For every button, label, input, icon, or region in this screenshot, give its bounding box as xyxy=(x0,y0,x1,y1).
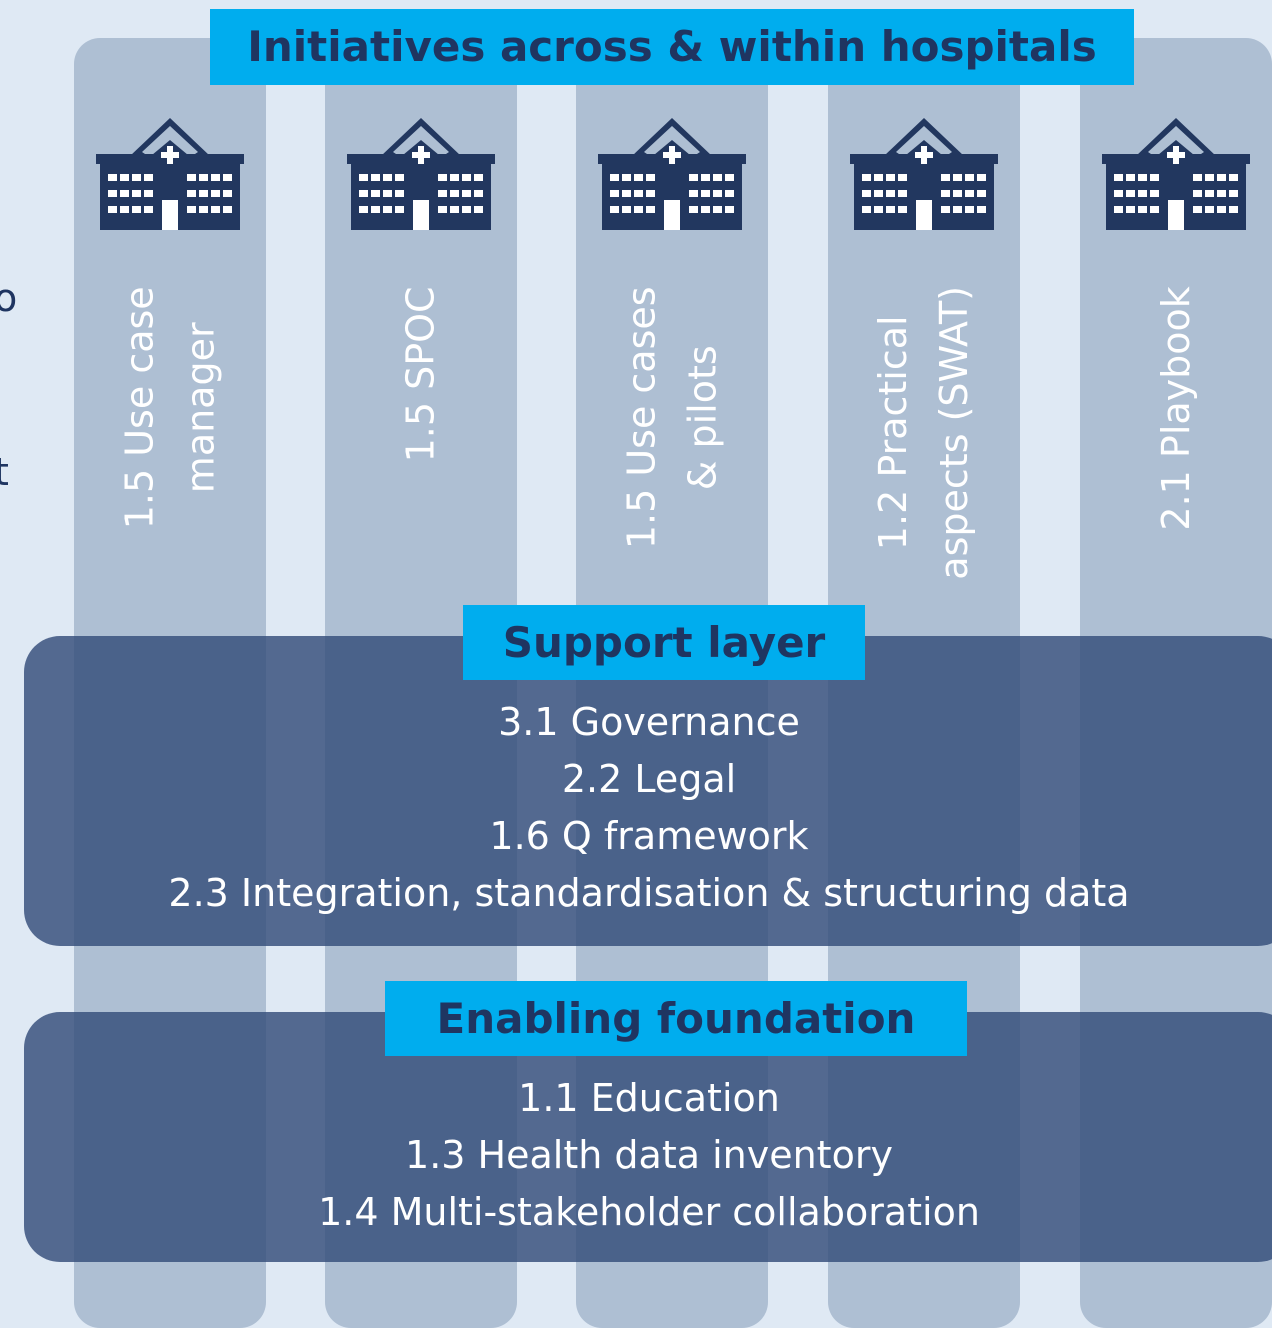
enabling-foundation-item: 1.1 Education xyxy=(518,1076,780,1120)
support-layer-title: Support layer xyxy=(463,605,865,680)
support-layer-item: 2.3 Integration, standardisation & struc… xyxy=(168,871,1130,915)
edge-text-fragment: o xyxy=(0,276,18,320)
initiative-label: 1.5 SPOC xyxy=(398,285,443,462)
hospital-icon xyxy=(96,118,244,230)
enabling-foundation-items: 1.1 Education 1.3 Health data inventory … xyxy=(24,1070,1272,1241)
support-layer-item: 2.2 Legal xyxy=(561,757,737,801)
hospital-icon xyxy=(347,118,495,230)
hospital-icon xyxy=(850,118,998,230)
support-layer-item: 3.1 Governance xyxy=(498,700,800,744)
support-layer-item: 1.6 Q framework xyxy=(489,814,809,858)
hospital-icon xyxy=(598,118,746,230)
enabling-foundation-title: Enabling foundation xyxy=(385,981,967,1056)
support-layer-band: 3.1 Governance 2.2 Legal 1.6 Q framework… xyxy=(24,636,1272,946)
hospital-icon xyxy=(1102,118,1250,230)
initiative-label: 2.1 Playbook xyxy=(1153,285,1198,531)
support-layer-items: 3.1 Governance 2.2 Legal 1.6 Q framework… xyxy=(24,694,1272,922)
enabling-foundation-item: 1.4 Multi-stakeholder collaboration xyxy=(318,1190,980,1234)
initiative-label: 1.5 Use case manager xyxy=(117,285,222,529)
initiative-label: 1.5 Use cases & pilots xyxy=(619,285,724,549)
enabling-foundation-item: 1.3 Health data inventory xyxy=(405,1133,893,1177)
edge-text-fragment: t xyxy=(0,450,9,494)
initiatives-header: Initiatives across & within hospitals xyxy=(210,9,1134,85)
initiative-label: 1.2 Practical aspects (SWAT) xyxy=(871,285,976,580)
